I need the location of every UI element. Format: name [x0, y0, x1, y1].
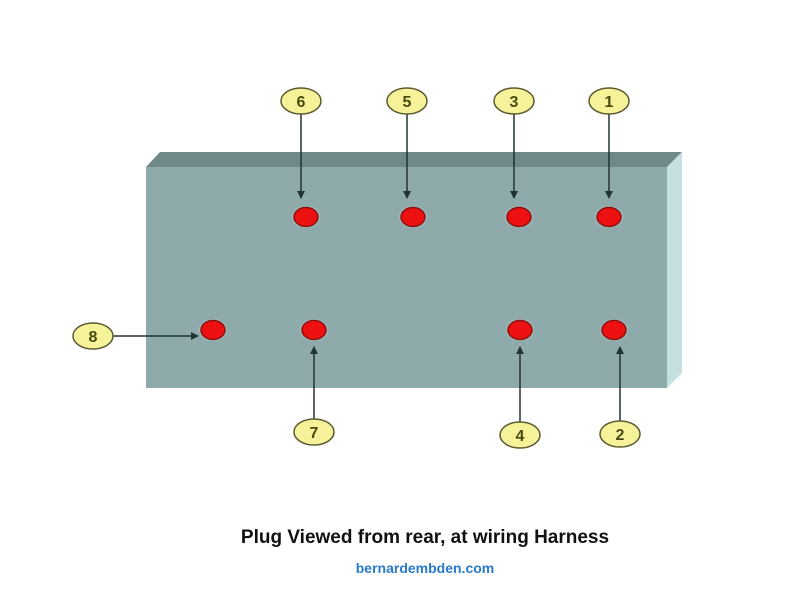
pin-8: 8	[72, 319, 227, 350]
pin-label-number: 6	[297, 94, 306, 111]
pin-hole	[400, 206, 426, 228]
pin-hole	[293, 206, 319, 228]
pin-1: 1	[588, 87, 630, 228]
block-side-face	[667, 152, 682, 388]
block-top-face	[146, 152, 682, 167]
pin-label-bubble	[493, 87, 535, 115]
pin-label-bubble	[293, 418, 335, 446]
pin-hole	[507, 319, 533, 341]
pin-label-number: 4	[516, 428, 525, 445]
pin-hole	[506, 206, 532, 228]
pin-label-number: 8	[89, 329, 98, 346]
pins-layer: 6 5 3 1 8 7 4 2	[72, 87, 641, 449]
pin-6: 6	[280, 87, 322, 228]
pin-label-number: 1	[605, 94, 614, 111]
pin-7: 7	[293, 319, 335, 446]
pin-label-bubble	[72, 322, 114, 350]
pin-label-bubble	[499, 421, 541, 449]
pin-label-bubble	[386, 87, 428, 115]
pin-3: 3	[493, 87, 535, 228]
credit-link[interactable]: bernardembden.com	[355, 560, 495, 576]
pin-label-number: 7	[310, 425, 319, 442]
diagram-title: Plug Viewed from rear, at wiring Harness	[240, 527, 610, 548]
pin-hole	[301, 319, 327, 341]
pin-hole	[200, 319, 226, 341]
pin-label-bubble	[599, 420, 641, 448]
pin-4: 4	[499, 319, 541, 449]
pin-5: 5	[386, 87, 428, 228]
pin-hole	[601, 319, 627, 341]
pin-2: 2	[599, 319, 641, 448]
pin-label-number: 3	[510, 94, 519, 111]
block-front-face	[146, 167, 667, 388]
pin-label-number: 5	[403, 94, 412, 111]
pin-label-bubble	[588, 87, 630, 115]
connector-block	[146, 152, 682, 388]
pin-hole	[596, 206, 622, 228]
pin-label-bubble	[280, 87, 322, 115]
pin-label-number: 2	[616, 427, 625, 444]
